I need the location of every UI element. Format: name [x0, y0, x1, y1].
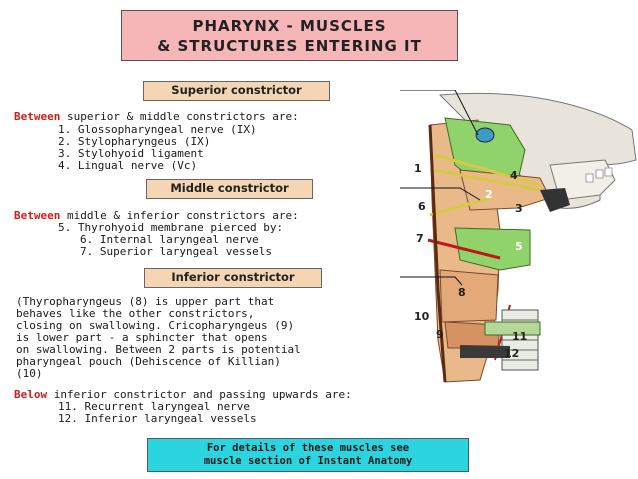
- inferior-text-line: pharyngeal pouch (Dehiscence of Killian): [16, 355, 281, 368]
- label-number-3: 3: [515, 202, 523, 215]
- between-keyword: Between: [14, 110, 61, 123]
- label-number-7: 7: [416, 232, 424, 245]
- info-note: For details of these muscles see muscle …: [147, 438, 469, 472]
- hyoid-shape: [540, 188, 570, 212]
- teeth-shape: [585, 167, 613, 183]
- list-item: 7. Superior laryngeal vessels: [80, 245, 273, 258]
- inferior-constrictor-label: Inferior constrictor: [144, 268, 322, 288]
- info-line-1: For details of these muscles see: [206, 442, 410, 454]
- below-heading: Below inferior constrictor and passing u…: [14, 388, 352, 402]
- between-superior-middle-heading: Between superior & middle constrictors a…: [14, 110, 299, 124]
- middle-pointer-line: [400, 187, 481, 201]
- inferior-text-line: on swallowing. Between 2 parts is potent…: [16, 343, 301, 356]
- list-item: 4. Lingual nerve (Vc): [58, 159, 198, 172]
- middle-constrictor-label: Middle constrictor: [146, 179, 313, 199]
- recurrent-nerve-area-shape: [484, 321, 541, 336]
- pharynx-back-edge: [428, 124, 447, 383]
- label-number-10: 10: [414, 310, 430, 323]
- below-rest: inferior constrictor and passing upwards…: [47, 388, 352, 401]
- eustachian-opening-icon: [475, 127, 495, 143]
- info-line-2: muscle section of Instant Anatomy: [203, 455, 413, 467]
- internal-laryngeal-nerve-line: [429, 196, 491, 217]
- label-number-2: 2: [485, 188, 493, 201]
- list-item: 12. Inferior laryngeal vessels: [58, 412, 257, 425]
- pharynx-illustration: 1 2 3 4 5 6 7 8 9 10 11 12: [400, 90, 637, 383]
- list-item: 5. Thyrohyoid membrane pierced by:: [58, 221, 284, 234]
- esophagus-shape: [460, 345, 510, 358]
- label-number-4: 4: [510, 169, 518, 182]
- page-title: PHARYNX - MUSCLES & STRUCTURES ENTERING …: [121, 10, 458, 61]
- label-number-9: 9: [436, 328, 444, 341]
- label-number-8: 8: [458, 286, 466, 299]
- inferior-text-line: (10): [16, 367, 43, 380]
- inferior-text-line: closing on swallowing. Cricopharyngeus (…: [16, 319, 295, 332]
- thyrohyoid-membrane-shape: [454, 227, 531, 271]
- stylopharyngeus-line: [434, 168, 541, 192]
- list-item: 11. Recurrent laryngeal nerve: [58, 400, 251, 413]
- label-number-6: 6: [418, 200, 426, 213]
- label-number-5: 5: [515, 240, 523, 253]
- inferior-text-line: (Thyropharyngeus (8) is upper part that: [16, 295, 275, 308]
- list-item: 1. Glossopharyngeal nerve (IX): [58, 123, 257, 136]
- between-rest: middle & inferior constrictors are:: [60, 209, 299, 222]
- below-keyword: Below: [14, 388, 48, 401]
- label-number-1: 1: [414, 162, 422, 175]
- label-number-11: 11: [512, 330, 527, 343]
- between-keyword: Between: [14, 209, 61, 222]
- superior-laryngeal-vessels-line: [427, 238, 501, 260]
- between-middle-inferior-heading: Between middle & inferior constrictors a…: [14, 209, 299, 223]
- glossopharyngeal-nerve-line: [434, 153, 541, 187]
- label-number-12: 12: [504, 347, 519, 360]
- inferior-text-line: is lower part - a sphincter that opens: [16, 331, 268, 344]
- inferior-text-line: behaves like the other constrictors,: [16, 307, 255, 320]
- title-line-1: PHARYNX - MUSCLES: [192, 17, 387, 35]
- title-line-2: & STRUCTURES ENTERING IT: [157, 37, 422, 55]
- list-item: 6. Internal laryngeal nerve: [80, 233, 259, 246]
- list-item: 3. Stylohyoid ligament: [58, 147, 204, 160]
- superior-pointer-line: [400, 90, 479, 136]
- inferior-pointer-line: [400, 276, 463, 286]
- between-rest: superior & middle constrictors are:: [60, 110, 299, 123]
- superior-constrictor-label: Superior constrictor: [143, 81, 330, 101]
- list-item: 2. Stylopharyngeus (IX): [58, 135, 211, 148]
- thyropharyngeus-shape: [439, 269, 499, 323]
